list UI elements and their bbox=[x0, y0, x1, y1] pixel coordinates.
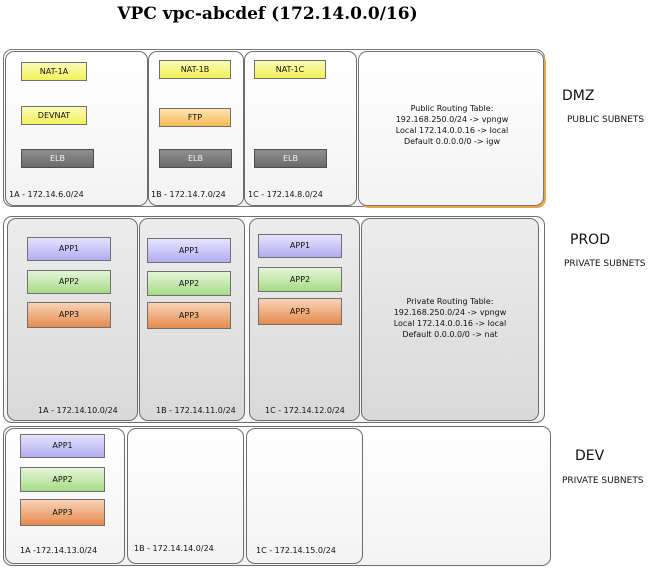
private-routing-table: Private Routing Table: 192.168.250.0/24 … bbox=[362, 296, 538, 340]
prod-1a-app1-box[interactable]: APP1 bbox=[27, 237, 111, 261]
prod-subnet-1c-label: 1C - 172.14.12.0/24 bbox=[265, 406, 345, 415]
ftp-box[interactable]: FTP bbox=[159, 108, 231, 127]
prod-subnet-1a-label: 1A - 172.14.10.0/24 bbox=[38, 406, 118, 415]
routing-title: Private Routing Table: bbox=[406, 297, 494, 306]
dev-subnet-1b-label: 1B - 172.14.14.0/24 bbox=[134, 544, 214, 553]
elb-1b-box[interactable]: ELB bbox=[159, 149, 232, 168]
prod-routing-panel bbox=[361, 218, 539, 421]
routing-line: Local 172.14.0.0.16 -> local bbox=[393, 319, 507, 328]
routing-title: Public Routing Table: bbox=[410, 104, 494, 113]
prod-subtitle: PRIVATE SUBNETS bbox=[564, 259, 646, 269]
dev-1a-app1-box[interactable]: APP1 bbox=[20, 434, 105, 458]
dev-subnet-1c[interactable] bbox=[246, 428, 363, 564]
dmz-subtitle: PUBLIC SUBNETS bbox=[567, 115, 645, 125]
prod-1a-app2-box[interactable]: APP2 bbox=[27, 270, 111, 294]
dmz-subnet-1b-label: 1B - 172.14.7.0/24 bbox=[151, 190, 226, 199]
nat-1a-box[interactable]: NAT-1A bbox=[21, 62, 87, 81]
prod-1b-app1-box[interactable]: APP1 bbox=[147, 238, 231, 263]
prod-1b-app3-box[interactable]: APP3 bbox=[147, 302, 231, 329]
elb-1a-box[interactable]: ELB bbox=[21, 149, 94, 168]
dev-1a-app3-box[interactable]: APP3 bbox=[20, 499, 105, 526]
dmz-routing-panel bbox=[358, 51, 544, 206]
dmz-subnet-1a-label: 1A - 172.14.6.0/24 bbox=[9, 190, 84, 199]
dev-name: DEV bbox=[575, 448, 605, 464]
prod-subnet-1b-label: 1B - 172.14.11.0/24 bbox=[156, 406, 236, 415]
dmz-name: DMZ bbox=[562, 88, 595, 104]
prod-1c-app3-box[interactable]: APP3 bbox=[258, 298, 342, 325]
prod-1b-app2-box[interactable]: APP2 bbox=[147, 271, 231, 296]
prod-1a-app3-box[interactable]: APP3 bbox=[27, 302, 111, 328]
nat-1b-box[interactable]: NAT-1B bbox=[159, 60, 231, 79]
prod-name: PROD bbox=[570, 232, 610, 248]
nat-1c-box[interactable]: NAT-1C bbox=[254, 60, 326, 79]
routing-line: Default 0.0.0.0/0 -> igw bbox=[403, 137, 501, 146]
vpc-title: VPC vpc-abcdef (172.14.0.0/16) bbox=[117, 4, 418, 24]
devnat-box[interactable]: DEVNAT bbox=[21, 106, 87, 125]
dev-subnet-1a-label: 1A -172.14.13.0/24 bbox=[20, 546, 98, 555]
prod-1c-app2-box[interactable]: APP2 bbox=[258, 267, 342, 292]
dev-1a-app2-box[interactable]: APP2 bbox=[20, 467, 105, 492]
elb-1c-box[interactable]: ELB bbox=[254, 149, 327, 168]
routing-line: 192.168.250.0/24 -> vpngw bbox=[395, 115, 509, 124]
routing-line: Default 0.0.0.0/0 -> nat bbox=[402, 330, 498, 339]
dev-subnet-1b[interactable] bbox=[127, 428, 244, 564]
prod-1c-app1-box[interactable]: APP1 bbox=[258, 234, 342, 258]
routing-line: 192.168.250.0/24 -> vpngw bbox=[393, 308, 507, 317]
dev-subtitle: PRIVATE SUBNETS bbox=[562, 476, 644, 486]
dev-subnet-1c-label: 1C - 172.14.15.0/24 bbox=[256, 546, 336, 555]
routing-line: Local 172.14.0.0.16 -> local bbox=[395, 126, 509, 135]
public-routing-table: Public Routing Table: 192.168.250.0/24 -… bbox=[360, 103, 544, 147]
dmz-subnet-1c-label: 1C - 172.14.8.0/24 bbox=[248, 190, 323, 199]
